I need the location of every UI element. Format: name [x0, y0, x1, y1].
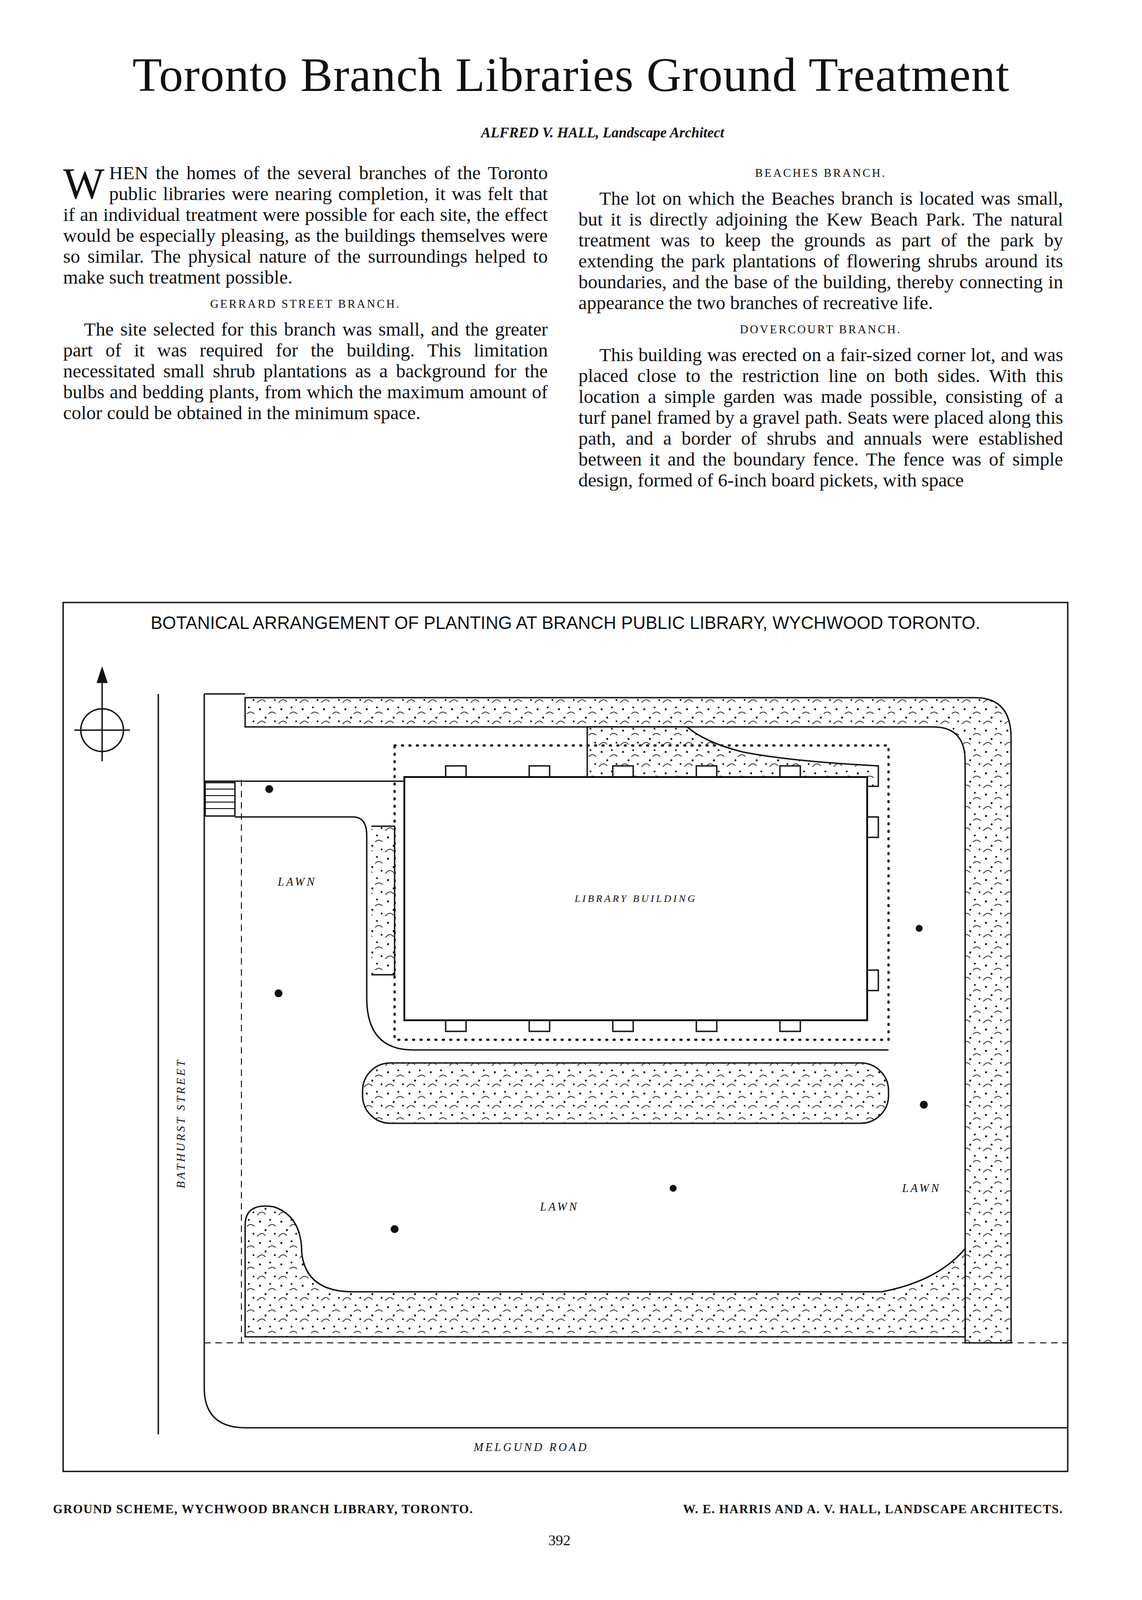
north-compass: [74, 668, 130, 762]
building-label: LIBRARY BUILDING: [572, 890, 700, 907]
plan-heading: BOTANICAL ARRANGEMENT OF PLANTING AT BRA…: [150, 613, 980, 634]
area-label: LAWN: [899, 1180, 944, 1196]
body-paragraph: This building was erected on a fair-size…: [578, 344, 1064, 491]
step-lines: [205, 789, 235, 809]
credit-line: W. E. HARRIS AND A. V. HALL, LANDSCAPE A…: [682, 1502, 1064, 1517]
author-line: ALFRED V. HALL, Landscape Architect: [480, 124, 725, 142]
article-columns: WHEN the homes of the several branches o…: [63, 162, 1064, 491]
walk-edge: [204, 780, 404, 783]
area-label: LAWN: [275, 874, 319, 890]
street-name: MELGUND ROAD: [471, 1440, 591, 1455]
section-heading: BEACHES BRANCH.: [578, 162, 1064, 184]
body-paragraph: The site selected for this branch was sm…: [63, 318, 548, 424]
street-curb: [204, 694, 1068, 1428]
building-outline: LIBRARY BUILDING: [403, 776, 869, 1022]
plan-linework: [63, 602, 1068, 1472]
body-paragraph: WHEN the homes of the several branches o…: [63, 162, 548, 288]
gravel-path: [394, 745, 889, 1040]
figure-caption: GROUND SCHEME, WYCHWOOD BRANCH LIBRARY, …: [52, 1502, 474, 1517]
shrub-bed: [362, 1063, 889, 1124]
page-title: Toronto Branch Libraries Ground Treatmen…: [132, 46, 1010, 103]
section-heading: GERRARD STREET BRANCH.: [63, 293, 548, 315]
plan-frame: [63, 602, 1068, 1472]
section-heading: DOVERCOURT BRANCH.: [578, 318, 1064, 340]
body-paragraph: The lot on which the Beaches branch is l…: [578, 188, 1064, 314]
street-curb: [157, 694, 160, 1435]
lot-line: [204, 1342, 1068, 1344]
page-number: 392: [548, 1531, 571, 1550]
shrub-bed: [245, 1206, 966, 1337]
lot-line: [204, 693, 246, 695]
street-name: BATHURST STREET: [173, 1056, 189, 1192]
entrance-steps: [205, 782, 235, 817]
shrub-border: [245, 697, 1012, 1344]
lot-line: [240, 779, 242, 1344]
area-label: LAWN: [537, 1199, 582, 1215]
shrub-bed: [371, 826, 395, 975]
